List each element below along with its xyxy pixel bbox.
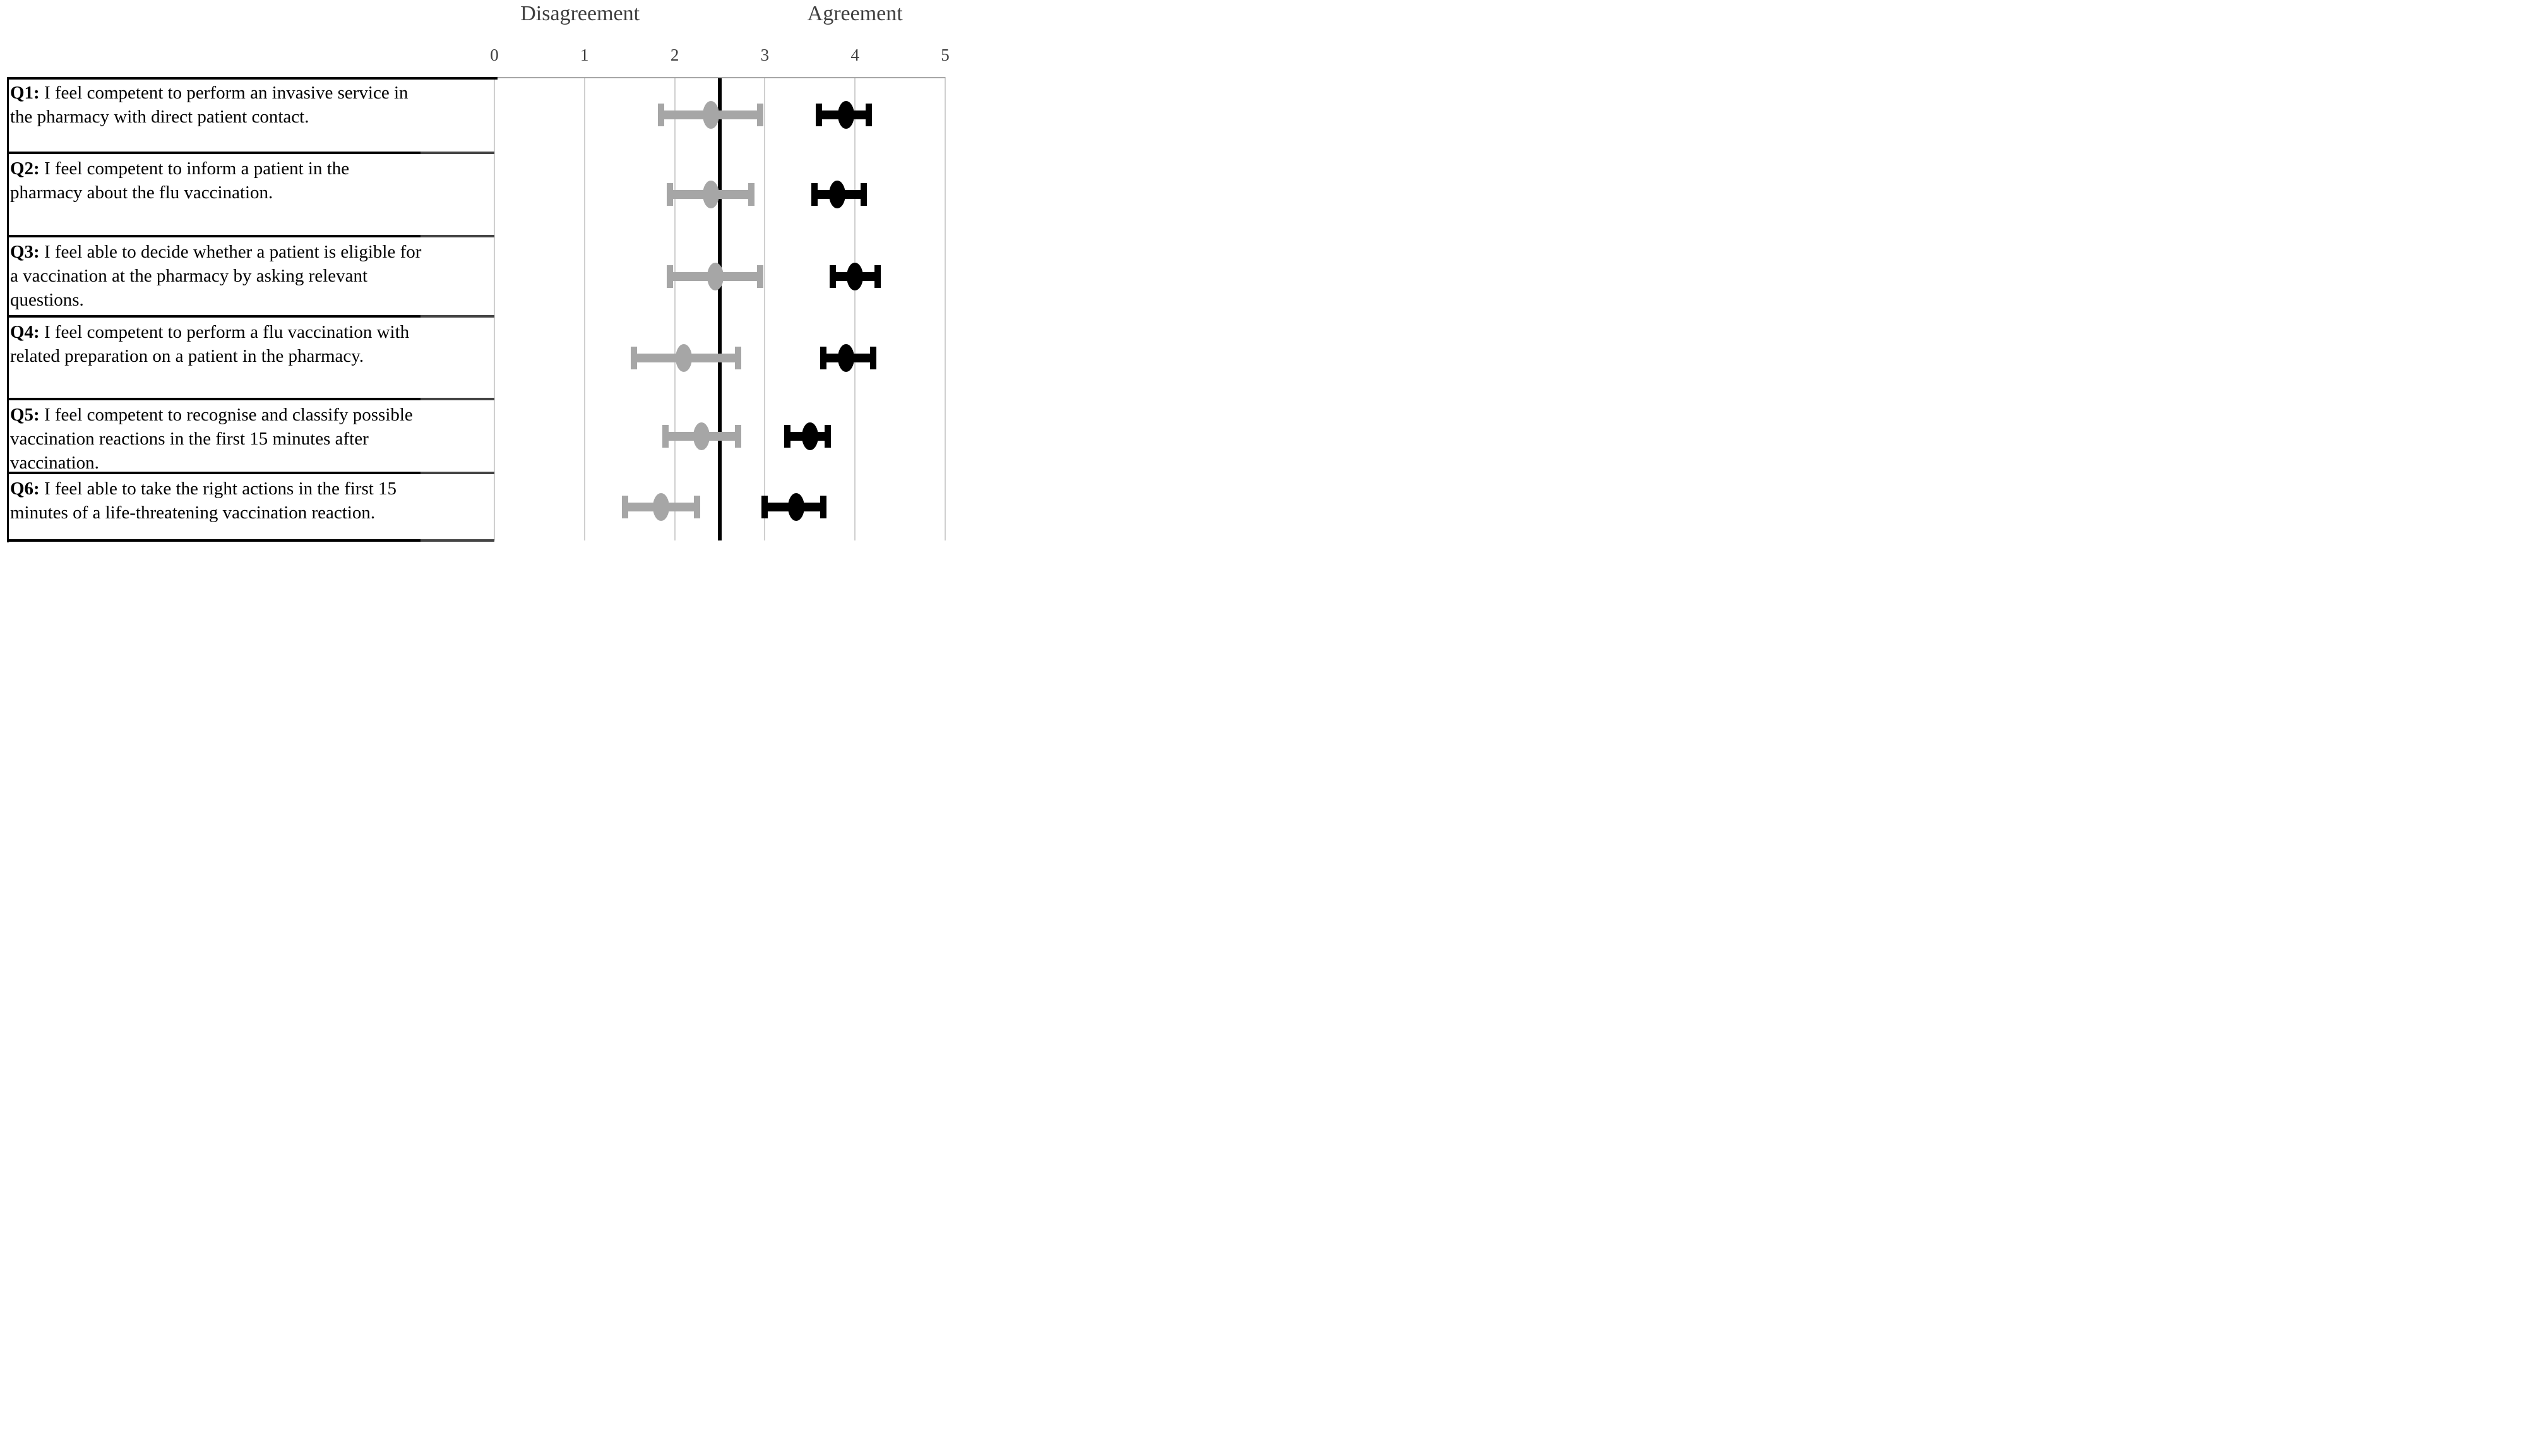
question-text: I feel able to take the right actions in… [39,479,397,499]
black-ci-cap-high [861,183,868,206]
gray-ci-cap-high [694,495,701,518]
x-tick-label: 4 [850,45,859,64]
question-text-line: minutes of a life-threatening vaccinatio… [10,503,376,523]
table-row-border [7,315,421,318]
table-row-border-gray-segment [421,398,494,400]
gray-mean-dot [693,422,710,450]
table-top-border [7,77,498,80]
black-ci-cap-high [869,346,876,369]
gray-ci-cap-high [734,346,741,369]
question-text-line: Q4: I feel competent to perform a flu va… [10,320,486,344]
x-tick-label: 1 [580,45,589,64]
question-text-line: Q3: I feel able to decide whether a pati… [10,240,486,264]
black-mean-dot [837,101,854,129]
x-tick-label: 2 [670,45,679,64]
black-mean-dot [847,262,864,290]
gridline [494,77,495,540]
black-ci-cap-high [825,424,832,448]
question-text: I feel competent to perform an invasive … [39,83,409,103]
gray-mean-dot [653,492,670,521]
black-ci-cap-low [811,183,818,206]
question-id: Q5: [10,405,40,425]
table-row-border-gray-segment [421,539,494,542]
black-ci-cap-low [816,104,823,126]
table-row-border [7,235,421,237]
axis-header-agreement: Agreement [807,2,903,25]
gray-ci-cap-high [734,424,741,448]
table-left-border [7,77,9,542]
x-tick-label: 3 [760,45,770,64]
question-id: Q4: [10,322,40,342]
table-row-border-gray-segment [421,235,494,237]
question-text: I feel competent to perform a flu vaccin… [39,322,410,342]
axis-header-disagreement: Disagreement [520,2,640,25]
gray-ci-cap-low [662,424,669,448]
question-id: Q1: [10,83,40,103]
question-text-line: Q2: I feel competent to inform a patient… [10,157,486,181]
gray-ci-cap-high [757,265,764,288]
gridline [854,77,856,540]
black-mean-dot [837,343,854,372]
black-ci-cap-low [761,495,768,518]
question-text: I feel competent to inform a patient in … [39,158,350,179]
question-text: I feel competent to recognise and classi… [39,405,413,425]
gray-mean-dot [702,181,719,208]
gray-ci-cap-high [757,104,764,126]
black-ci-cap-high [874,265,881,288]
black-mean-dot [801,422,818,450]
table-row: Q5: I feel competent to recognise and cl… [10,403,486,473]
question-text-line: Q1: I feel competent to perform an invas… [10,81,486,105]
gray-mean-dot [707,262,724,290]
question-id: Q2: [10,158,40,179]
question-text-line: vaccination reactions in the first 15 mi… [10,429,369,449]
question-text-line: Q5: I feel competent to recognise and cl… [10,403,486,427]
black-mean-dot [788,492,805,521]
table-row-border-gray-segment [421,152,494,154]
table-row: Q3: I feel able to decide whether a pati… [10,240,486,315]
gray-mean-dot [675,343,692,372]
table-row: Q4: I feel competent to perform a flu va… [10,320,486,398]
gray-mean-dot [702,101,719,129]
table-row-border [7,152,421,154]
gridline [764,77,766,540]
table-row-border-gray-segment [421,472,494,474]
gridline [945,77,946,540]
question-id: Q6: [10,479,40,499]
plot-top-border [494,77,945,78]
black-ci-cap-low [784,424,791,448]
question-id: Q3: [10,242,40,262]
midpoint-reference-line [718,77,722,540]
gridline [583,77,585,540]
gray-ci-cap-low [667,183,674,206]
question-text-line: pharmacy about the flu vaccination. [10,182,273,203]
question-text: I feel able to decide whether a patient … [39,242,422,262]
gridline [674,77,676,540]
gray-ci-cap-high [748,183,755,206]
x-tick-label: 5 [941,45,950,64]
black-ci-cap-low [829,265,836,288]
table-row-border [7,398,421,400]
x-tick-label: 0 [490,45,499,64]
black-ci-cap-high [865,104,872,126]
question-text-line: the pharmacy with direct patient contact… [10,107,309,127]
gray-ci-cap-low [667,265,674,288]
black-mean-dot [828,181,845,208]
black-ci-cap-high [820,495,827,518]
forest-plot-figure: Disagreement Agreement 0 1 2 3 4 5 Q1: I feel… [0,0,951,546]
question-text-line: questions. [10,290,84,310]
gray-ci-cap-low [658,104,665,126]
question-text-line: vaccination. [10,453,99,473]
gray-ci-cap-low [631,346,638,369]
table-row-border-gray-segment [421,315,494,318]
table-row: Q2: I feel competent to inform a patient… [10,157,486,235]
table-row-border [7,472,421,474]
question-text-line: Q6: I feel able to take the right action… [10,477,486,501]
table-row: Q6: I feel able to take the right action… [10,477,486,539]
question-text-line: related preparation on a patient in the … [10,346,364,366]
question-text-line: a vaccination at the pharmacy by asking … [10,266,368,286]
table-row: Q1: I feel competent to perform an invas… [10,81,486,152]
black-ci-cap-low [820,346,827,369]
table-row-border [7,539,421,542]
gray-ci-cap-low [622,495,629,518]
